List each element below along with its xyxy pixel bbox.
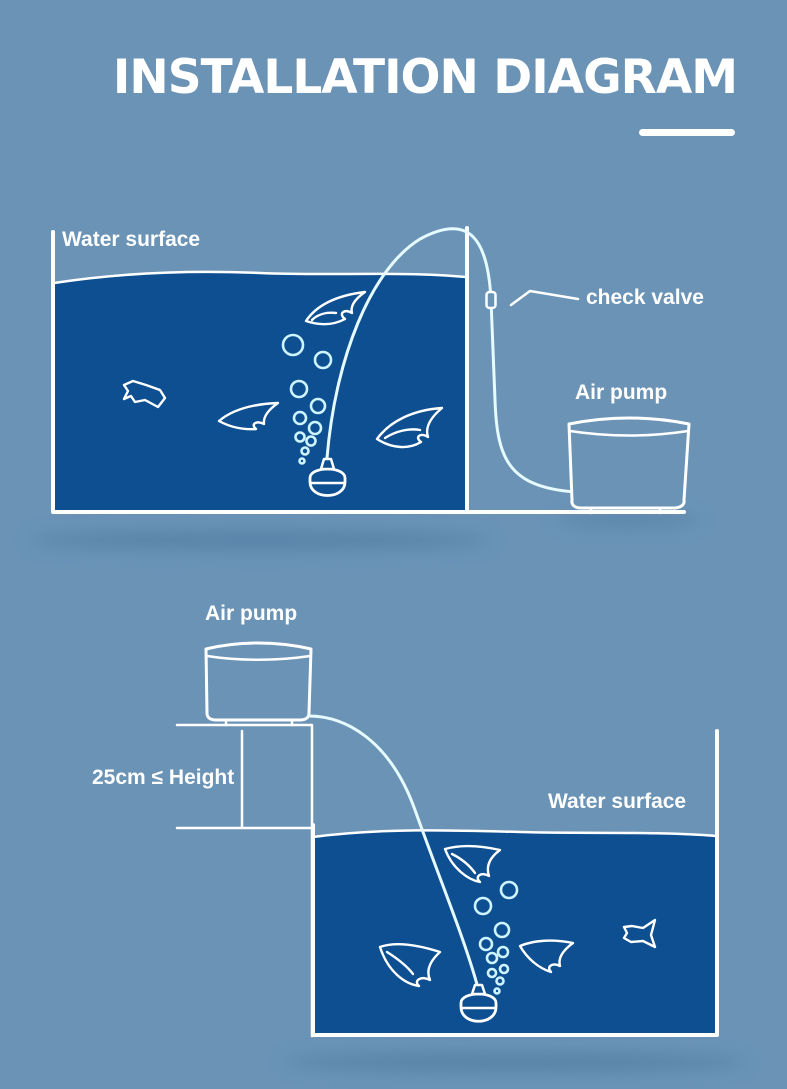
bottom-water-surface-line <box>311 829 719 839</box>
top-tank-shadow <box>30 530 490 550</box>
height-label: 25cm ≤ Height <box>92 766 235 789</box>
top-water-surface-line <box>52 270 468 285</box>
bottom-air-tube <box>307 714 480 990</box>
top-air-tube <box>325 227 577 494</box>
top-water-surface-label: Water surface <box>62 228 201 251</box>
check-valve-icon <box>485 290 497 310</box>
bottom-diagram <box>175 641 745 1072</box>
bottom-tank-shadow <box>285 1052 745 1072</box>
check-valve-label: check valve <box>586 286 704 309</box>
bottom-air-pump-label: Air pump <box>205 602 298 625</box>
fish-icon <box>304 290 367 326</box>
fish-icon <box>122 379 167 409</box>
fish-icon <box>378 943 442 988</box>
fish-icon <box>518 939 575 974</box>
top-tank-outline <box>51 226 686 514</box>
check-valve-pointer <box>509 289 580 307</box>
bottom-tank-outline <box>311 729 719 1037</box>
fish-icon <box>443 844 502 884</box>
top-diagram <box>30 226 698 550</box>
air-stone-icon <box>459 983 498 1023</box>
top-bubbles <box>281 333 333 465</box>
top-tank-water <box>54 271 466 512</box>
bottom-tank-water <box>313 830 717 1034</box>
bottom-water-surface-label: Water surface <box>548 790 687 813</box>
bottom-bubbles <box>473 880 519 995</box>
air-pump-icon <box>567 416 691 515</box>
title-underline <box>639 129 735 136</box>
air-stone-icon <box>308 457 347 497</box>
top-air-pump-label: Air pump <box>575 381 668 404</box>
fish-icon <box>375 406 444 449</box>
page-title: INSTALLATION DIAGRAM <box>112 50 738 105</box>
air-pump-icon <box>204 641 313 727</box>
top-pump-shadow <box>558 514 698 526</box>
fish-icon <box>217 401 280 431</box>
fish-icon <box>622 918 657 949</box>
